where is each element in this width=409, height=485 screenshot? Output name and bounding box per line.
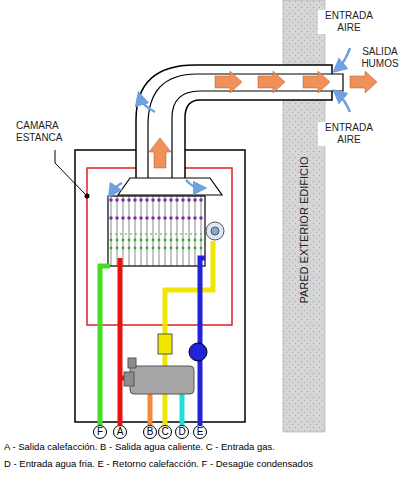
pipe-letter-circle: D (175, 425, 189, 439)
caption-line: D - Entrada agua fria. E - Retorno calef… (4, 458, 408, 470)
chamber-label: CAMARA ESTANCA (16, 120, 96, 144)
wall-band: PARED EXTERIOR EDIFICIO (283, 0, 325, 432)
pipe-letter-circle: A (113, 425, 127, 439)
pipe-letter: A (117, 427, 124, 437)
pipe-letter: F (97, 427, 103, 437)
pipe-letter: B (147, 427, 154, 437)
flue-outlet-label: SALIDA HUMOS (352, 46, 408, 70)
air-inlet-label: ENTRADA AIRE (318, 10, 380, 34)
pipe-letter-circle: B (143, 425, 157, 439)
air-inlet-label: ENTRADA AIRE (318, 122, 380, 146)
pipe-letter-circle: C (158, 425, 172, 439)
pipe-letter: D (178, 427, 185, 437)
caption-line: A - Salida calefacción. B - Salida agua … (4, 441, 408, 453)
pipe-letter: C (161, 427, 168, 437)
wall-label: PARED EXTERIOR EDIFICIO (298, 156, 310, 303)
pipe-letter: E (197, 427, 204, 437)
pipe-letter-circle: E (193, 425, 207, 439)
pipe-letter-circle: F (93, 425, 107, 439)
